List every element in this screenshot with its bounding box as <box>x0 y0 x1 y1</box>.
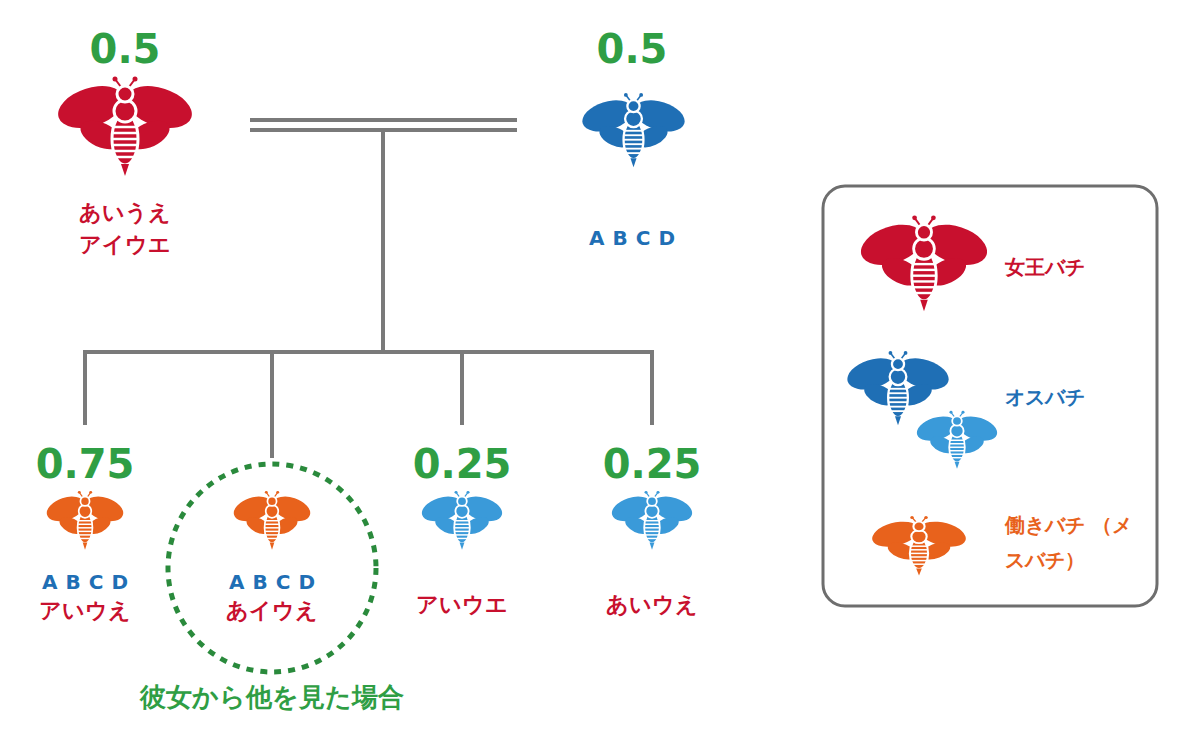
descent-line <box>383 125 517 425</box>
mating-line <box>250 118 517 122</box>
caption-text: 彼女から他を見た場合 <box>112 682 432 713</box>
probability-value: 0.25 <box>567 440 737 488</box>
gene-label: ABCD <box>517 226 747 250</box>
gene-label: あいうえ <box>0 200 250 226</box>
probability-value: 0.5 <box>517 25 747 73</box>
bee-node: 0.5ABCD <box>517 25 747 265</box>
bee-node: 0.75ABCD アいウえ <box>0 425 170 635</box>
descent-line <box>383 125 652 425</box>
worker-bee-icon <box>232 490 312 555</box>
legend-label: オスバチ <box>1005 380 1145 415</box>
descent-line <box>85 125 517 425</box>
bee-node: 0.25 あいウえ <box>567 425 737 635</box>
gene-label: ABCD <box>112 570 432 594</box>
gene-label: アいウえ <box>0 598 170 624</box>
drone-bee-icon <box>610 490 694 555</box>
drone-bee-icon <box>580 92 687 174</box>
legend-queen-icon <box>858 214 990 320</box>
descent-line <box>250 125 462 425</box>
probability-value: 0.75 <box>0 440 170 488</box>
probability-value: 0.25 <box>377 440 547 488</box>
gene-label: アいウエ <box>377 592 547 618</box>
gene-label: アイウエ <box>0 232 250 258</box>
probability-value: 0.5 <box>0 25 250 73</box>
drone-bee-icon <box>420 490 504 555</box>
gene-label: あイウえ <box>112 598 432 624</box>
legend-worker-icon <box>870 515 968 581</box>
descent-line <box>250 125 652 425</box>
gene-label: あいウえ <box>567 592 737 618</box>
bee-node: 0.5 あいうえアイウエ <box>0 25 250 265</box>
gene-label: ABCD <box>0 570 170 594</box>
queen-bee-icon <box>55 75 195 185</box>
descent-line <box>85 125 383 425</box>
dotted-circle <box>168 464 376 672</box>
bee-node: 0.25 アいウエ <box>377 425 547 635</box>
mating-double-line <box>250 120 517 130</box>
legend-drone-icon <box>915 410 999 474</box>
legend-label: 働きバチ （メスバチ） <box>1005 508 1137 578</box>
descent-line <box>272 125 517 458</box>
bee-node: ABCD あイウえ彼女から他を見た場合 <box>112 458 432 728</box>
worker-bee-icon <box>45 490 125 555</box>
descent-line <box>250 125 383 458</box>
legend-label: 女王バチ <box>1005 250 1145 285</box>
